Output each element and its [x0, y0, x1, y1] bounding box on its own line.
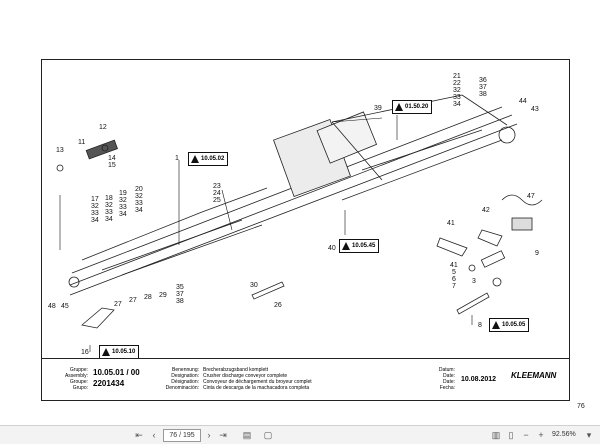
brand-logo: KLEEMANN: [511, 371, 557, 380]
document-viewer: 13 11 12 14 15 1 17 32 33 34 18 32 33 34…: [41, 59, 585, 410]
designation-fr: Convoyeur de déchargement du broyeur com…: [203, 379, 312, 385]
page-number: 76: [577, 403, 585, 410]
last-page-button[interactable]: ⇥: [219, 430, 227, 440]
callout-6: 6: [452, 276, 456, 283]
callout-37a: 37: [479, 84, 487, 91]
callout-33e: 33: [453, 94, 461, 101]
callout-32d: 32: [135, 193, 143, 200]
callout-5: 5: [452, 269, 456, 276]
callout-16: 16: [81, 349, 89, 356]
designation-labels: Benennung: Designation: Désignation: Den…: [165, 367, 199, 391]
zoom-out-icon[interactable]: −: [523, 430, 529, 440]
ref-box-10-05-10[interactable]: 10.05.10: [99, 345, 139, 359]
callout-20: 20: [135, 186, 143, 193]
callout-32b: 32: [105, 202, 113, 209]
exploded-parts-drawing: [56, 94, 543, 352]
leader-lines: [59, 115, 473, 352]
callout-22: 22: [453, 80, 461, 87]
date-labels: Datum: Date: Date: Fecha:: [438, 367, 455, 391]
group-number: 10.05.01 / 00: [93, 368, 140, 377]
zoom-dropdown-icon[interactable]: ▾: [586, 430, 592, 440]
callout-24: 24: [213, 190, 221, 197]
callout-12: 12: [99, 124, 107, 131]
callout-34c: 34: [119, 211, 127, 218]
callout-25: 25: [213, 197, 221, 204]
callout-31: 30: [250, 282, 258, 289]
pdf-toolbar: ⇤ ‹ 76 / 195 › ⇥ ▤ ▢ ▥ ▯ − + 92.56% ▾: [0, 425, 600, 444]
title-block: Gruppe: Assembly: Groupe: Grupo: 10.05.0…: [41, 358, 570, 401]
callout-17: 17: [91, 196, 99, 203]
callout-15: 15: [108, 162, 116, 169]
zoom-in-icon[interactable]: +: [538, 430, 544, 440]
callout-28: 27: [129, 297, 137, 304]
print-icon[interactable]: ▤: [242, 430, 252, 440]
callout-9: 9: [535, 250, 539, 257]
fit-width-icon[interactable]: ▥: [491, 430, 501, 440]
callout-44: 43: [531, 106, 539, 113]
callout-46: 45: [61, 303, 69, 310]
designation-de: Brecherabzugsband komplett: [203, 367, 269, 373]
callout-3: 3: [472, 278, 476, 285]
callout-37b: 37: [176, 291, 184, 298]
callout-47: 47: [527, 193, 535, 200]
single-page-icon[interactable]: ▯: [508, 430, 514, 440]
callout-33d: 33: [135, 200, 143, 207]
callout-34b: 34: [105, 216, 113, 223]
callout-41: 41: [450, 262, 458, 269]
callout-7: 7: [452, 283, 456, 290]
ref-box-10-05-45[interactable]: 10.05.45: [339, 239, 379, 253]
callout-42: 41: [447, 220, 455, 227]
fit-page-icon[interactable]: ▢: [263, 430, 273, 440]
callout-30: 29: [159, 292, 167, 299]
date-value: 10.08.2012: [461, 376, 497, 383]
callout-8: 8: [478, 322, 482, 329]
designation-es: Cinta de descarga de la machacadora comp…: [203, 385, 310, 391]
callout-34e: 34: [453, 101, 461, 108]
callout-19: 19: [119, 190, 127, 197]
callout-18: 18: [105, 195, 113, 202]
callout-33c: 33: [119, 204, 127, 211]
callout-29: 28: [144, 294, 152, 301]
callout-1: 1: [175, 155, 179, 162]
next-page-button[interactable]: ›: [207, 430, 211, 440]
ref-box-10-05-05[interactable]: 10.05.05: [489, 318, 529, 332]
callout-33a: 33: [91, 210, 99, 217]
callout-14: 14: [108, 155, 116, 162]
callout-40: 40: [328, 245, 336, 252]
ref-box-10-05-02[interactable]: 10.05.02: [188, 152, 228, 166]
group-labels: Gruppe: Assembly: Groupe: Grupo:: [64, 367, 88, 391]
callout-21: 21: [453, 73, 461, 80]
designation-en: Crusher discharge conveyor complete: [203, 373, 288, 379]
conveyor-frame: [68, 94, 518, 296]
page-input[interactable]: 76 / 195: [163, 429, 201, 442]
assembly-number: 2201434: [93, 379, 125, 388]
callout-32c: 32: [119, 197, 127, 204]
callout-13: 13: [56, 147, 64, 154]
ref-box-01-50-20[interactable]: 01.50.20: [392, 100, 432, 114]
callout-27: 27: [114, 301, 122, 308]
callout-38b: 38: [176, 298, 184, 305]
callout-26: 26: [274, 302, 282, 309]
callout-23: 23: [213, 183, 221, 190]
callout-45: 44: [519, 98, 527, 105]
zoom-level[interactable]: 92.56%: [552, 431, 576, 438]
callout-43: 42: [482, 207, 490, 214]
callout-34d: 34: [135, 207, 143, 214]
prev-page-button[interactable]: ‹: [152, 430, 156, 440]
callout-32e: 32: [453, 87, 461, 94]
drawing-sheet: 13 11 12 14 15 1 17 32 33 34 18 32 33 34…: [41, 59, 570, 401]
first-page-button[interactable]: ⇤: [135, 430, 143, 440]
callout-32a: 32: [91, 203, 99, 210]
callout-33b: 33: [105, 209, 113, 216]
callout-48: 48: [48, 303, 56, 310]
callout-39: 39: [374, 105, 382, 112]
callout-35: 35: [176, 284, 184, 291]
loose-parts: [56, 139, 543, 329]
callout-34a: 34: [91, 217, 99, 224]
callout-11: 11: [78, 139, 86, 146]
callout-38a: 38: [479, 91, 487, 98]
callout-36: 36: [479, 77, 487, 84]
